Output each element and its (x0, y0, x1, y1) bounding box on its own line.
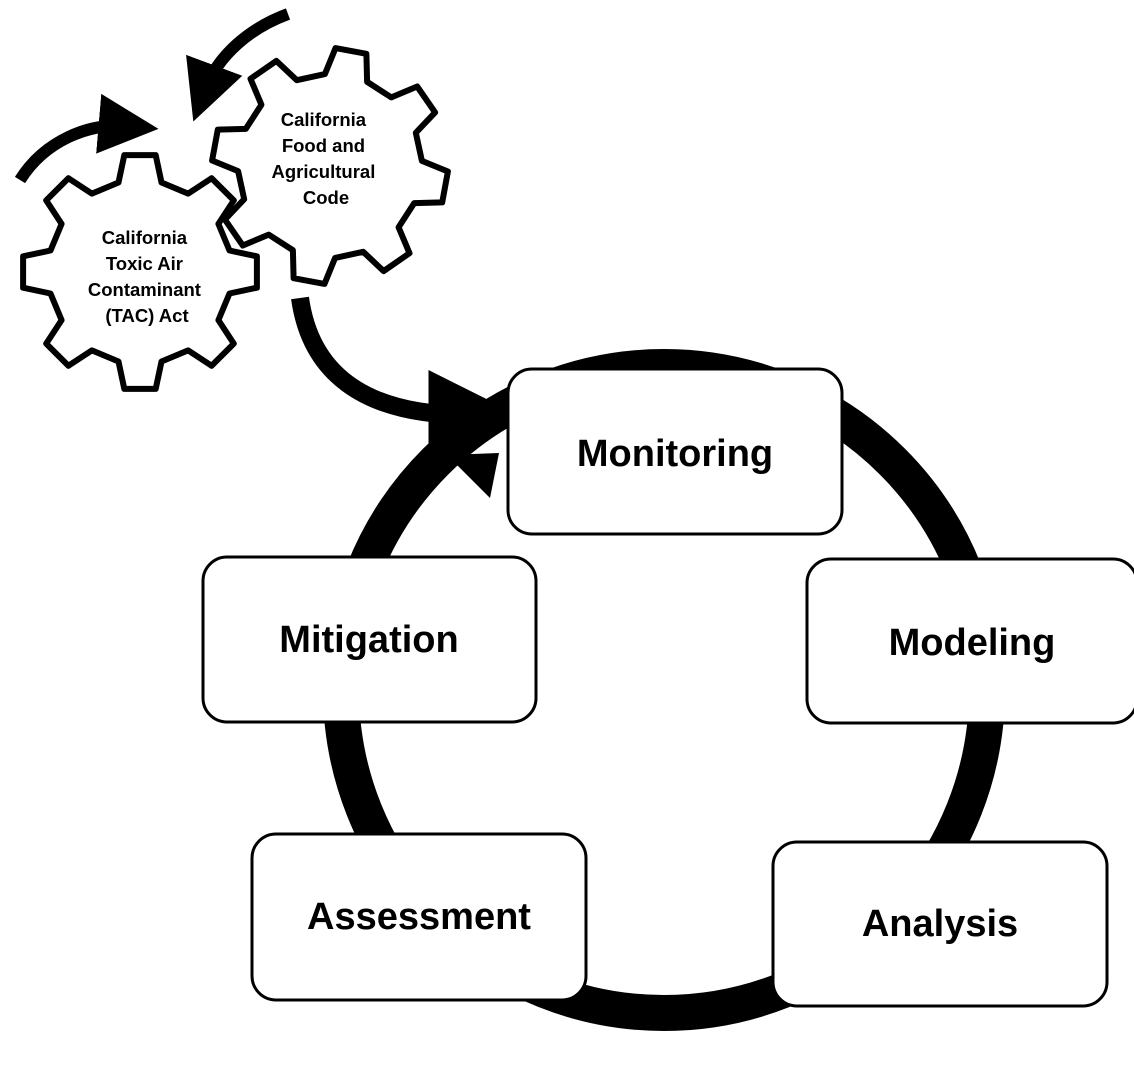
svg-text:California Food and: California Food and Agricultural Code (272, 109, 381, 208)
cycle-arrowhead (447, 453, 499, 498)
rotation-arrow-top (186, 8, 291, 122)
stage-assessment: Assessment (250, 832, 588, 1002)
stage-assessment-label: Assessment (307, 896, 531, 938)
gear-food-ag-code-line-4: Code (303, 187, 349, 208)
gear-tac-act-line-3: Contaminant (88, 279, 201, 300)
stage-mitigation-label: Mitigation (279, 619, 458, 661)
gear-food-ag-code-line-1: California (281, 109, 367, 130)
gear-food-ag-code: California Food and Agricultural Code (209, 45, 451, 287)
stage-monitoring-box (506, 367, 844, 536)
gear-tac-act-shape (20, 152, 260, 392)
stage-modeling-label: Modeling (889, 622, 1056, 664)
gear-food-ag-code-line-3: Agricultural (272, 161, 376, 182)
stage-monitoring-label: Monitoring (577, 433, 773, 475)
gear-tac-act-line-1: California (102, 227, 188, 248)
gear-tac-act-line-4: (TAC) Act (105, 305, 188, 326)
gears-to-monitoring-arrow (291, 296, 519, 460)
stage-analysis-box (771, 840, 1109, 1008)
stage-modeling: Modeling (805, 557, 1134, 725)
stage-analysis-label: Analysis (862, 903, 1018, 945)
stage-assessment-box (250, 832, 588, 1002)
stage-modeling-box (805, 557, 1134, 725)
gear-tac-act: California Toxic Air Contaminant (TAC) A… (20, 152, 260, 392)
svg-text:California Toxic Air: California Toxic Air Contaminant (TAC) A… (88, 227, 206, 326)
gear-food-ag-code-line-2: Food and (282, 135, 365, 156)
stage-analysis: Analysis (771, 840, 1109, 1008)
gear-food-ag-code-shape (209, 45, 451, 287)
stage-mitigation: Mitigation (201, 555, 538, 724)
stage-monitoring: Monitoring (506, 367, 844, 536)
rotation-arrow-left (14, 93, 159, 184)
gear-tac-act-line-2: Toxic Air (106, 253, 183, 274)
stage-mitigation-box (201, 555, 538, 724)
